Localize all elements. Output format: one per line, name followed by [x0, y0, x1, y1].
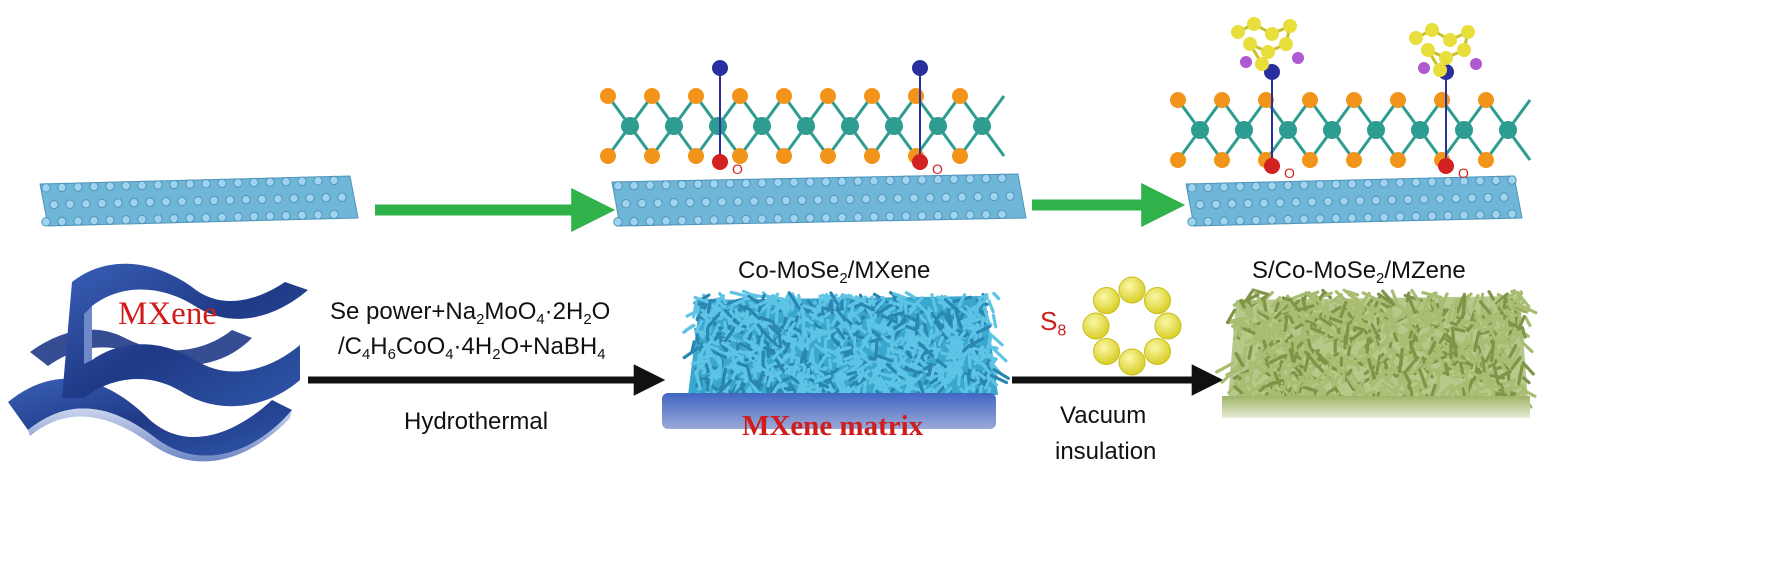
insulation-label: insulation — [1055, 438, 1157, 465]
vacuum-label: Vacuum — [1060, 402, 1147, 429]
s8-ring-icon — [1082, 276, 1182, 376]
svg-text:O: O — [732, 161, 743, 177]
svg-text:O: O — [1458, 165, 1469, 181]
mxene-slab-left — [39, 175, 359, 227]
svg-text:O: O — [1284, 165, 1295, 181]
reagent-line-1: Se power+Na2MoO4·2H2O — [330, 298, 611, 329]
mxene-sheet-icon — [8, 263, 308, 462]
mxene-matrix-label: MXene matrix — [742, 410, 924, 442]
co-mose2-mxene-label: Co-MoSe2/MXene — [738, 257, 931, 288]
s-co-mose2-mzene-label: S/Co-MoSe2/MZene — [1252, 257, 1466, 288]
s-co-mose2-nanoflake-film — [1214, 288, 1538, 418]
reagent-line-2: /C4H6CoO4·4H2O+NaBH4 — [338, 333, 606, 364]
polysulfide-clusters — [1231, 17, 1482, 77]
mxene-sheet-label: MXene — [118, 296, 217, 332]
svg-text:O: O — [932, 161, 943, 177]
hydrothermal-label: Hydrothermal — [404, 408, 549, 435]
mxene-matrix-substrate — [662, 393, 996, 429]
mxene-slab-middle — [611, 173, 1027, 227]
mxene-slab-right — [1185, 175, 1523, 227]
co-mose2-nanoflake-film — [662, 289, 1010, 429]
s8-label: S8 — [1040, 306, 1067, 340]
